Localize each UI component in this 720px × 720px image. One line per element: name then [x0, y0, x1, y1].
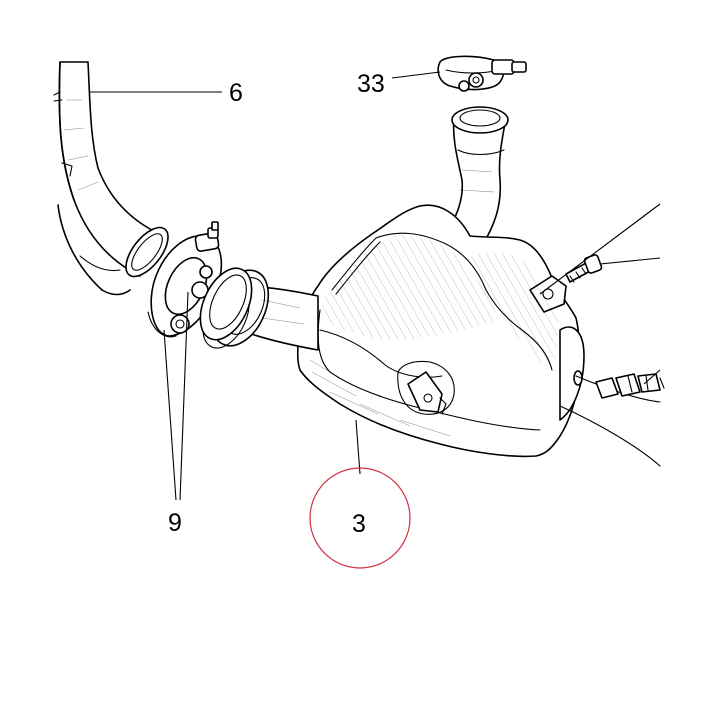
leader-right-bolt — [599, 257, 661, 265]
leader-lines — [90, 71, 661, 501]
muffler-riser-pipe — [447, 106, 509, 247]
leader-right-sensor — [643, 369, 661, 385]
leader-9a — [163, 329, 177, 501]
gasket-ring[interactable] — [190, 260, 262, 347]
callout-label-9: 9 — [168, 509, 182, 537]
leader-right-top — [539, 203, 661, 295]
callout-label-33: 33 — [357, 70, 385, 98]
sensor-fitting[interactable] — [595, 373, 665, 399]
bolt-fastener[interactable] — [565, 254, 603, 283]
callout-label-3: 3 — [352, 510, 366, 538]
clamp-part-33[interactable] — [437, 55, 527, 92]
muffler-part-3[interactable] — [297, 204, 585, 458]
leader-33 — [391, 71, 441, 79]
callout-3-highlight-circle — [309, 467, 411, 569]
exhaust-pipe-part-6[interactable] — [53, 61, 176, 296]
leader-3 — [355, 419, 361, 475]
leader-9b — [179, 291, 189, 501]
callout-label-6: 6 — [229, 79, 243, 107]
